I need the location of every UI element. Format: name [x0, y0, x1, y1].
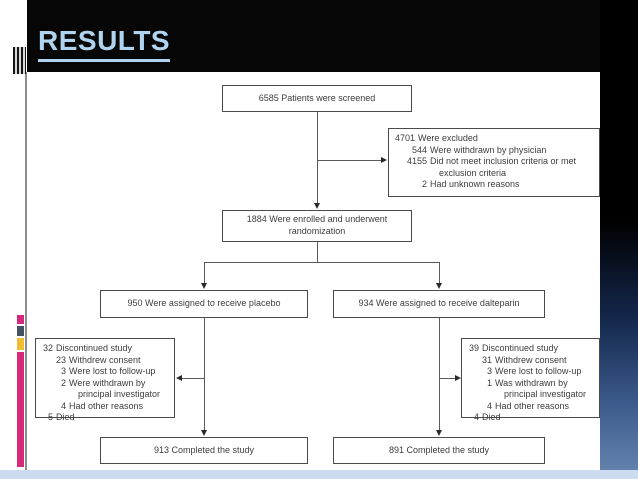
flow-line: 4 Had other reasons — [40, 401, 170, 413]
count: 5 — [47, 412, 53, 423]
count: 3 — [486, 366, 492, 377]
reason: Had other reasons — [69, 400, 144, 411]
count: 4 — [60, 400, 66, 411]
dalteparin-completed-box: 891 Completed the study — [333, 437, 545, 464]
flow-line: 4701 Were excluded — [393, 133, 595, 145]
connector-line — [204, 262, 440, 263]
placebo-assigned-text: 950 Were assigned to receive placebo — [127, 298, 281, 309]
reason: Died — [482, 412, 501, 423]
connector-line — [204, 262, 205, 283]
reason: Was withdrawn by principal investigator — [495, 377, 587, 400]
count: 544 — [411, 144, 427, 155]
reason: Were withdrawn by physician — [430, 144, 547, 155]
pink-square-marker — [17, 315, 24, 324]
dalteparin-assigned-text: 934 Were assigned to receive dalteparin — [358, 298, 520, 309]
reason: Discontinued study — [482, 343, 559, 353]
left-divider-line — [25, 72, 27, 470]
count: 3 — [60, 366, 66, 377]
arrowhead-down-icon — [201, 283, 207, 289]
reason: Withdrew consent — [495, 354, 567, 365]
flow-line: 2 Had unknown reasons — [393, 179, 595, 191]
flow-line: 4 Died — [466, 412, 595, 424]
reason: Withdrew consent — [69, 354, 141, 365]
pink-bar-marker — [17, 352, 24, 467]
dalteparin-assigned-box: 934 Were assigned to receive dalteparin — [333, 290, 545, 318]
connector-line — [439, 262, 440, 283]
count: 4 — [486, 400, 492, 411]
flow-line: 3 Were lost to follow-up — [40, 366, 170, 378]
flow-line: 31 Withdrew consent — [466, 355, 595, 367]
connector-line — [317, 242, 318, 262]
slide-title: RESULTS — [38, 24, 171, 62]
reason: Died — [56, 412, 75, 423]
connector-line — [317, 112, 318, 204]
flow-line: 39 Discontinued study — [466, 343, 595, 355]
flow-line: 2 Were withdrawn by principal investigat… — [40, 378, 170, 401]
flow-line: 5 Died — [40, 412, 170, 424]
count: 31 — [481, 354, 492, 365]
count: 39 — [468, 343, 479, 353]
reason: Discontinued study — [56, 343, 133, 353]
arrowhead-down-icon — [314, 203, 320, 209]
arrowhead-right-icon — [381, 157, 387, 163]
flow-line: 23 Withdrew consent — [40, 355, 170, 367]
slate-square-marker — [17, 326, 24, 336]
placebo-completed-box: 913 Completed the study — [100, 437, 308, 464]
arrowhead-down-icon — [436, 430, 442, 436]
dalteparin-discontinued-box: 39 Discontinued study 31 Withdrew consen… — [461, 338, 600, 422]
connector-line — [439, 318, 440, 430]
arrowhead-down-icon — [436, 283, 442, 289]
flow-line: 32 Discontinued study — [40, 343, 170, 355]
right-gradient-strip — [600, 0, 638, 479]
count: 1 — [486, 377, 492, 388]
connector-line — [181, 378, 204, 379]
count: 32 — [42, 343, 53, 353]
flow-line: 3 Were lost to follow-up — [466, 366, 595, 378]
excluded-box: 4701 Were excluded 544 Were withdrawn by… — [388, 128, 600, 197]
reason: Did not meet inclusion criteria or met e… — [430, 156, 577, 178]
connector-line — [439, 378, 456, 379]
arrowhead-down-icon — [201, 430, 207, 436]
reason: Had other reasons — [495, 400, 570, 411]
screened-box: 6585 Patients were screened — [222, 85, 412, 112]
count: 4155 — [406, 156, 427, 167]
reason: Were lost to follow-up — [69, 366, 156, 377]
bottom-accent-strip — [0, 470, 638, 479]
count: 4701 — [394, 133, 415, 143]
reason: Were withdrawn by principal investigator — [69, 377, 161, 400]
flow-line: 544 Were withdrawn by physician — [393, 145, 595, 157]
gold-square-marker — [17, 338, 24, 350]
placebo-assigned-box: 950 Were assigned to receive placebo — [100, 290, 308, 318]
count: 2 — [60, 377, 66, 388]
flow-line: 4155 Did not meet inclusion criteria or … — [393, 156, 595, 179]
screened-text: 6585 Patients were screened — [258, 92, 376, 103]
count: 4 — [473, 412, 479, 423]
flow-line: 1 Was withdrawn by principal investigato… — [466, 378, 595, 401]
flow-line: 4 Had other reasons — [466, 401, 595, 413]
arrowhead-right-icon — [455, 375, 461, 381]
reason: Were lost to follow-up — [495, 366, 582, 377]
count: 2 — [421, 179, 427, 190]
placebo-discontinued-box: 32 Discontinued study 23 Withdrew consen… — [35, 338, 175, 422]
connector-line — [204, 318, 205, 430]
arrowhead-left-icon — [176, 375, 182, 381]
enrolled-box: 1884 Were enrolled and underwent randomi… — [222, 210, 412, 242]
barcode-stripes-icon — [13, 47, 26, 74]
placebo-completed-text: 913 Completed the study — [153, 444, 255, 455]
connector-line — [317, 160, 382, 161]
dalteparin-completed-text: 891 Completed the study — [388, 444, 490, 455]
reason: Had unknown reasons — [430, 179, 520, 190]
enrolled-text: 1884 Were enrolled and underwent randomi… — [246, 214, 388, 236]
count: 23 — [55, 354, 66, 365]
reason: Were excluded — [418, 133, 478, 143]
